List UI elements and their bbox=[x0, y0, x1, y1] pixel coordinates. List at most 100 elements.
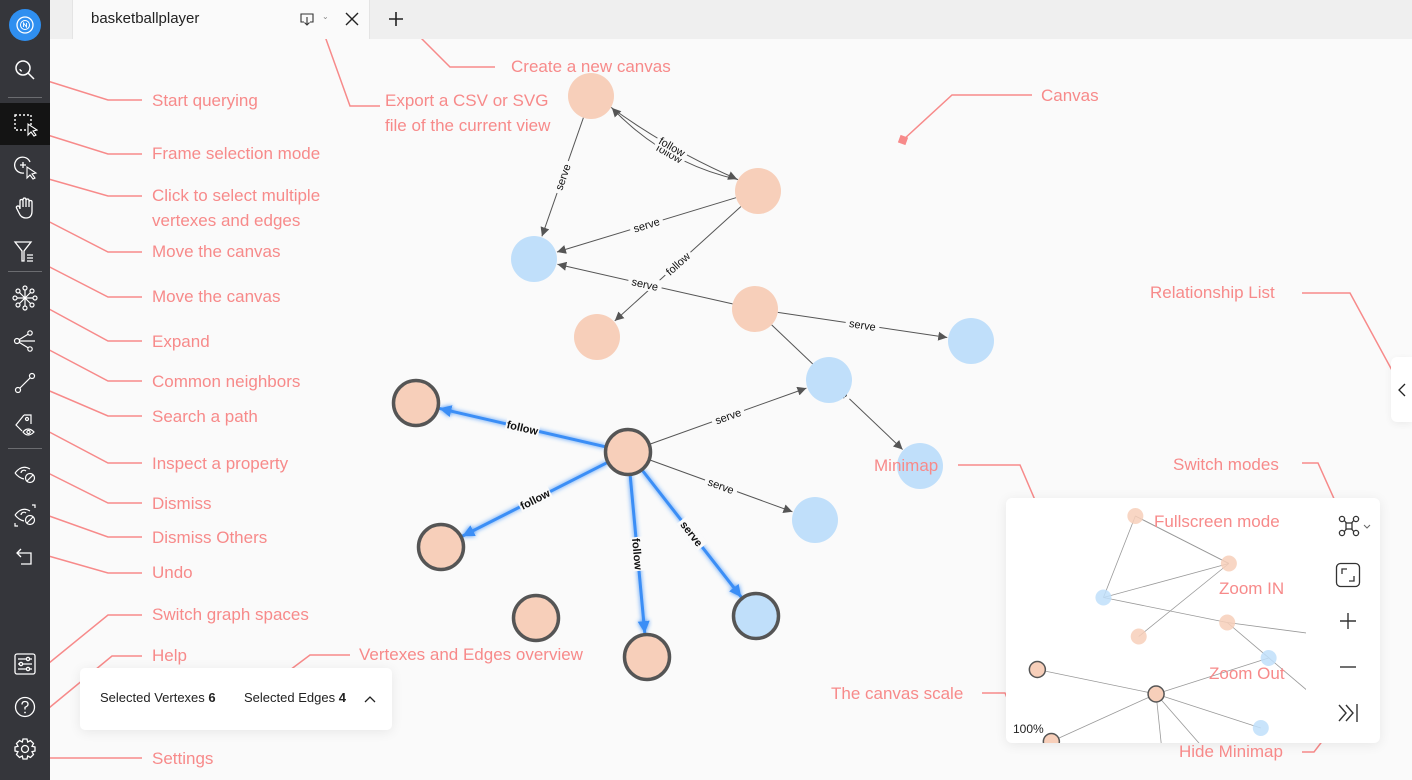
minimap-node bbox=[1147, 685, 1165, 703]
settings-button[interactable] bbox=[0, 728, 50, 770]
add-canvas-icon[interactable] bbox=[386, 9, 406, 29]
annotation-export-2: file of the current view bbox=[385, 116, 551, 135]
hide-minimap-button[interactable] bbox=[1334, 699, 1362, 727]
annotation-marker bbox=[897, 134, 909, 146]
annotation-overview: Vertexes and Edges overview bbox=[359, 645, 583, 664]
zoom-in-button[interactable] bbox=[1334, 607, 1362, 635]
filter-button[interactable] bbox=[0, 230, 50, 272]
annotation-leader-line bbox=[37, 215, 142, 253]
minimap-preview[interactable] bbox=[1006, 498, 1306, 743]
graph-node-team[interactable] bbox=[511, 236, 557, 282]
graph-node-team[interactable] bbox=[897, 443, 943, 489]
annotation-move-canvas: Move the canvas bbox=[152, 242, 281, 261]
minimap-edge bbox=[1103, 597, 1228, 623]
graph-node-player[interactable] bbox=[511, 593, 561, 643]
fullscreen-icon bbox=[1335, 562, 1361, 588]
graph-node-player[interactable] bbox=[574, 314, 620, 360]
annotation-leader-line bbox=[37, 467, 142, 504]
edge-label-bg bbox=[703, 473, 740, 498]
minimap[interactable]: 100% bbox=[1006, 498, 1380, 743]
graph-edge-serve[interactable]: serve bbox=[649, 459, 793, 513]
annotation-leader-line bbox=[37, 260, 142, 298]
close-tab-icon[interactable] bbox=[343, 10, 361, 28]
annotation-leader-line bbox=[37, 77, 142, 101]
search-icon bbox=[15, 60, 35, 80]
dismiss-others-button[interactable] bbox=[0, 494, 50, 536]
frame-select-button[interactable] bbox=[0, 103, 50, 145]
search-path-button[interactable] bbox=[0, 362, 50, 404]
fullscreen-button[interactable] bbox=[1334, 561, 1362, 589]
annotation-leader-line bbox=[37, 425, 142, 464]
graph-node-team[interactable] bbox=[731, 591, 781, 641]
annotation-leader-line bbox=[1302, 292, 1401, 386]
edges-layer: followfollowserveservefollowserveservese… bbox=[439, 106, 948, 634]
annotation-export-1: Export a CSV or SVG bbox=[385, 91, 549, 110]
zoom-out-button[interactable] bbox=[1334, 653, 1362, 681]
edge-label-bg bbox=[627, 273, 664, 294]
switch-graph-spaces-button[interactable] bbox=[0, 643, 50, 685]
sidebar-divider bbox=[8, 448, 42, 449]
graph-edge-follow[interactable]: follow bbox=[439, 405, 606, 449]
inspect-property-icon bbox=[15, 414, 35, 436]
graph-edge-serve[interactable]: serve bbox=[556, 197, 737, 254]
chevron-up-icon[interactable] bbox=[363, 692, 377, 706]
annotation-leader-line bbox=[37, 385, 142, 417]
annotation-canvas: Canvas bbox=[1041, 86, 1099, 105]
click-select-button[interactable] bbox=[0, 146, 50, 188]
annotation-click-select-2: vertexes and edges bbox=[152, 211, 301, 230]
graph-node-team[interactable] bbox=[806, 357, 852, 403]
edge-label-bg bbox=[550, 158, 574, 196]
annotation-switch-modes: Switch modes bbox=[1173, 455, 1279, 474]
annotation-common-neighbors: Common neighbors bbox=[152, 372, 301, 391]
annotation-dismiss-others: Dismiss Others bbox=[152, 528, 268, 547]
graph-edge-serve[interactable]: serve bbox=[649, 386, 807, 445]
edge-label-bg bbox=[628, 213, 665, 236]
help-button[interactable] bbox=[0, 686, 50, 728]
annotation-filter: Move the canvas bbox=[152, 287, 281, 306]
annotation-leader-line bbox=[321, 27, 380, 107]
relationship-list-toggle[interactable] bbox=[1391, 357, 1412, 422]
annotation-fullscreen: Fullscreen mode bbox=[1154, 512, 1280, 531]
minimap-edge bbox=[1227, 622, 1306, 634]
undo-button[interactable] bbox=[0, 535, 50, 577]
export-icon[interactable] bbox=[299, 11, 315, 27]
minimap-edge bbox=[1051, 693, 1157, 742]
annotation-zoom-out: Zoom Out bbox=[1209, 664, 1285, 683]
graph-node-player[interactable] bbox=[603, 427, 653, 477]
edge-label-bg bbox=[629, 536, 646, 572]
nebula-logo[interactable] bbox=[9, 9, 41, 41]
annotation-undo: Undo bbox=[152, 563, 193, 582]
edge-label: serve bbox=[632, 216, 661, 235]
common-neighbors-button[interactable] bbox=[0, 320, 50, 362]
graph-edge-follow[interactable]: follow bbox=[610, 106, 738, 180]
settings-icon bbox=[14, 738, 36, 760]
canvas-tab[interactable]: basketballplayer ⌄ bbox=[72, 0, 370, 39]
common-neighbors-icon bbox=[13, 330, 35, 352]
move-canvas-button[interactable] bbox=[0, 187, 50, 229]
graph-node-player[interactable] bbox=[735, 168, 781, 214]
selection-overview[interactable]: Selected Vertexes 6 Selected Edges 4 bbox=[80, 668, 392, 730]
graph-node-player[interactable] bbox=[568, 73, 614, 119]
expand-button[interactable] bbox=[0, 277, 50, 319]
graph-edge-serve[interactable]: serve bbox=[557, 261, 733, 305]
search-button[interactable] bbox=[0, 49, 50, 91]
zoom-in-icon bbox=[1340, 613, 1356, 629]
graph-node-team[interactable] bbox=[792, 497, 838, 543]
annotation-leader-line bbox=[37, 343, 142, 382]
switch-modes-button[interactable] bbox=[1334, 513, 1374, 541]
graph-edge-serve[interactable]: serve bbox=[777, 311, 948, 341]
annotation-leader-line bbox=[37, 614, 142, 673]
graph-node-team[interactable] bbox=[948, 318, 994, 364]
inspect-property-button[interactable] bbox=[0, 404, 50, 446]
graph-node-player[interactable] bbox=[732, 286, 778, 332]
graph-edge-follow[interactable]: follow bbox=[628, 474, 650, 634]
annotation-settings: Settings bbox=[152, 749, 214, 768]
graph-node-player[interactable] bbox=[416, 522, 466, 572]
annotation-start-querying: Start querying bbox=[152, 91, 258, 110]
graph-edge-follow[interactable]: follow bbox=[461, 461, 609, 538]
minimap-edge bbox=[1155, 693, 1200, 743]
graph-node-player[interactable] bbox=[622, 632, 672, 682]
dismiss-button[interactable] bbox=[0, 452, 50, 494]
export-dropdown-icon[interactable]: ⌄ bbox=[322, 12, 329, 21]
graph-node-player[interactable] bbox=[391, 378, 441, 428]
